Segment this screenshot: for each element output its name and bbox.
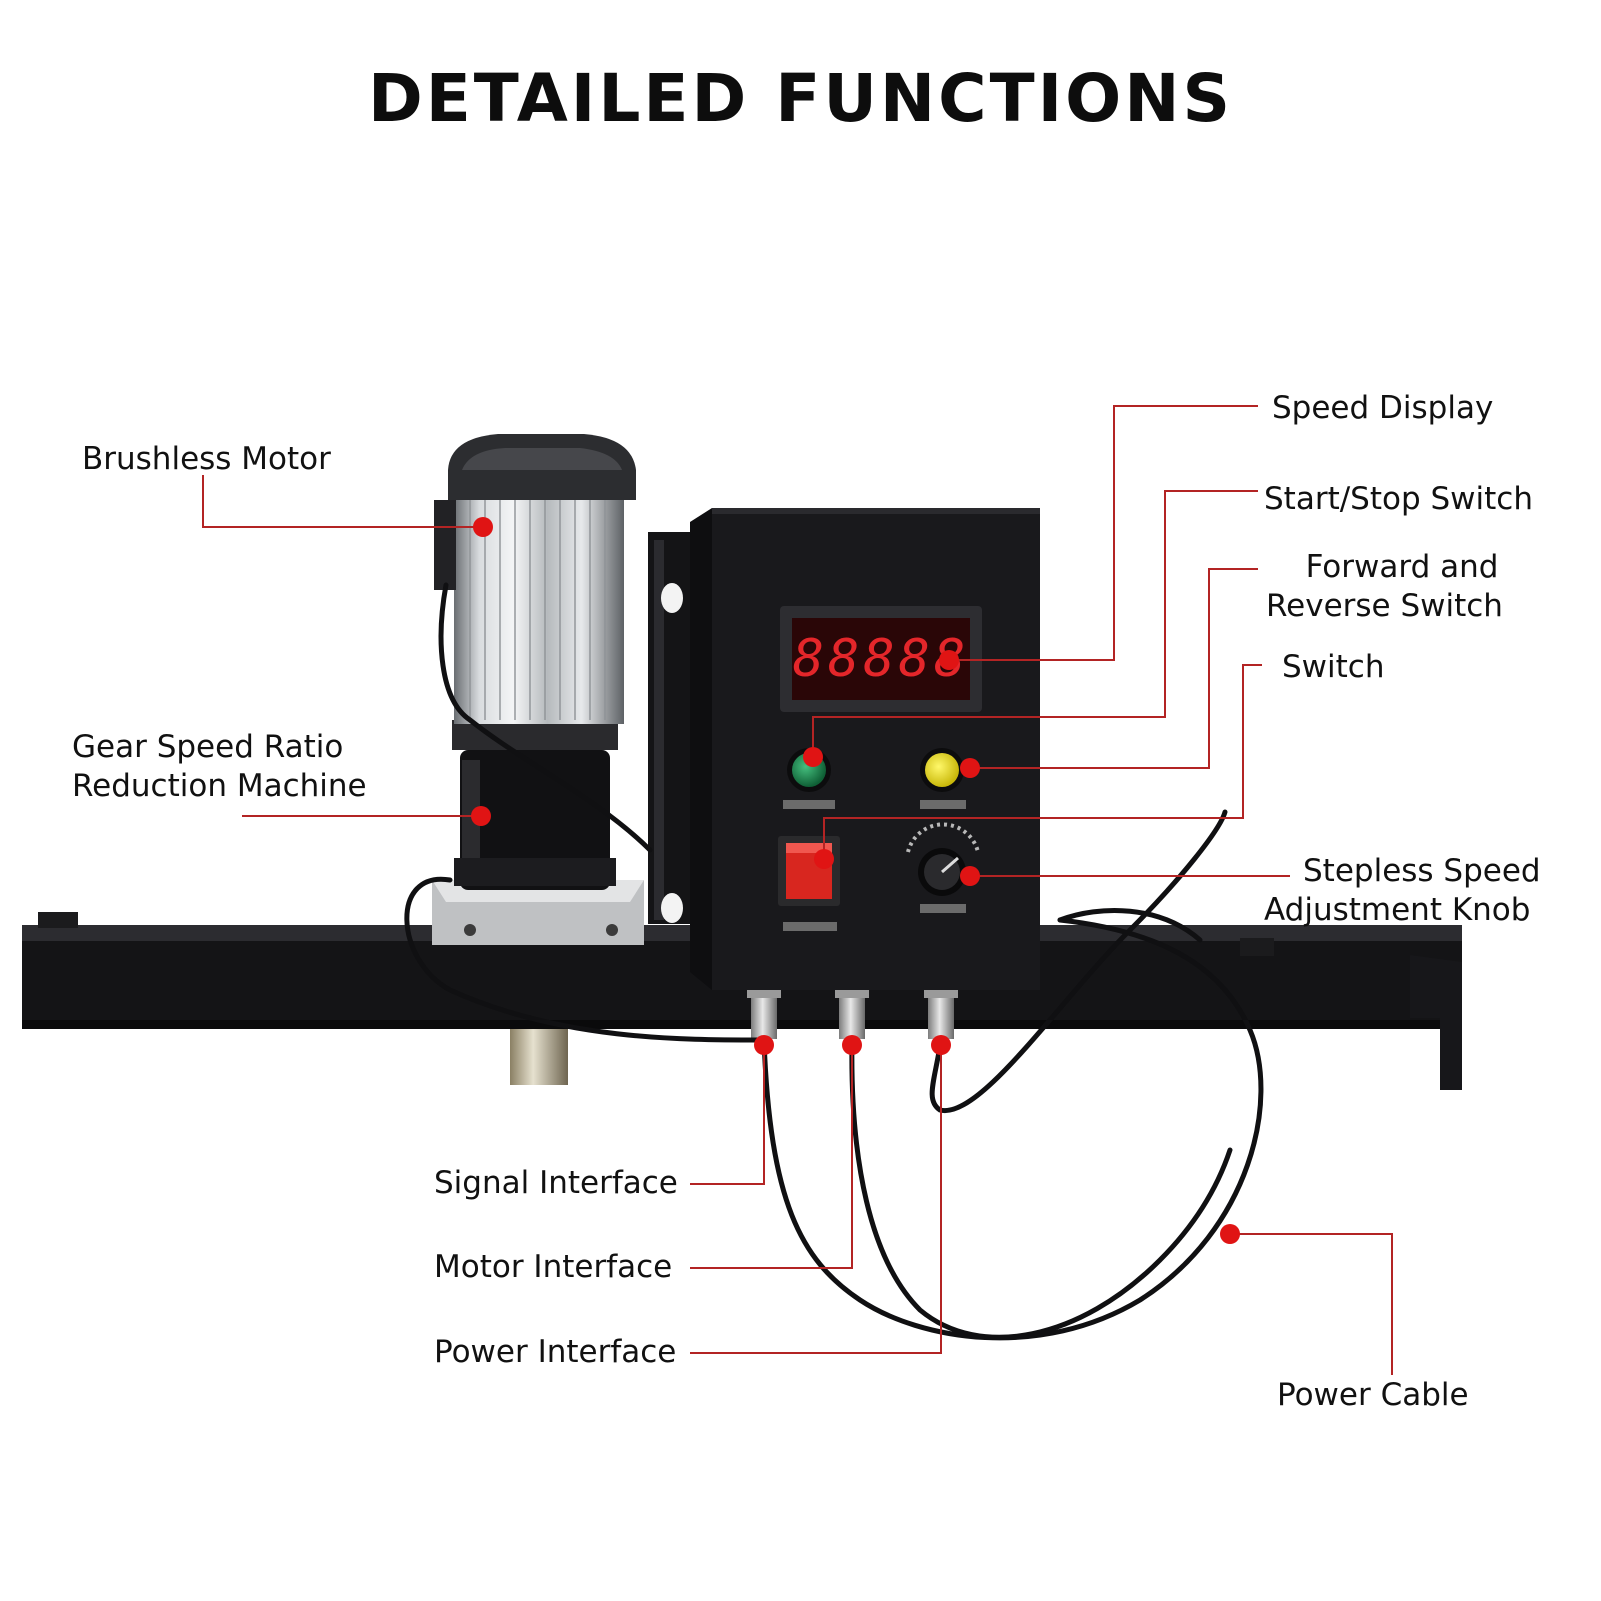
- cables: [404, 582, 1264, 1341]
- page-title: DETAILED FUNCTIONS: [367, 60, 1234, 137]
- rail-post: [510, 1029, 568, 1085]
- signal-connector: [747, 990, 781, 1039]
- label-knob-line1: Stepless Speed: [1303, 853, 1541, 889]
- label-brushless-motor: Brushless Motor: [82, 441, 331, 477]
- dot-knob: [960, 866, 980, 886]
- speed-display-digits: 88888: [793, 629, 970, 689]
- leader-start-stop: [812, 490, 1258, 752]
- label-gear-ratio-line2: Reduction Machine: [72, 768, 367, 804]
- rocker-power-switch[interactable]: [778, 836, 840, 906]
- leader-motor-interface: [690, 1043, 853, 1269]
- label-fwd-rev-line1: Forward and: [1305, 549, 1499, 585]
- gear-reducer: [452, 720, 618, 890]
- dot-gear-reducer: [471, 806, 491, 826]
- leader-switch: [823, 664, 1262, 856]
- dot-brushless-motor: [473, 517, 493, 537]
- label-signal-interface: Signal Interface: [434, 1165, 678, 1201]
- leader-lines: [202, 405, 1393, 1375]
- brushless-motor: [434, 434, 636, 724]
- leader-signal-interface: [690, 1043, 765, 1185]
- label-knob-line2: Adjustment Knob: [1264, 892, 1531, 928]
- dot-speed-display: [939, 650, 959, 670]
- label-power-interface: Power Interface: [434, 1334, 677, 1370]
- dot-motor-interface: [842, 1035, 862, 1055]
- dot-fwd-rev: [960, 758, 980, 778]
- label-power-cable: Power Cable: [1277, 1377, 1469, 1413]
- dot-power-cable: [1220, 1224, 1240, 1244]
- power-connector: [924, 990, 958, 1039]
- rocker-caption-plate: [783, 922, 837, 931]
- leader-speed-display: [949, 405, 1258, 661]
- label-switch: Switch: [1282, 649, 1385, 685]
- speed-knob[interactable]: [906, 822, 980, 896]
- direction-caption-plate: [920, 800, 966, 809]
- leader-fwd-rev: [966, 568, 1258, 769]
- knob-caption-plate: [920, 904, 966, 913]
- control-box: [690, 508, 1040, 990]
- leader-power-cable: [1230, 1233, 1393, 1375]
- motor-connector: [835, 990, 869, 1039]
- label-fwd-rev-line2: Reverse Switch: [1266, 588, 1503, 624]
- start-stop-caption-plate: [783, 800, 835, 809]
- label-motor-interface: Motor Interface: [434, 1249, 673, 1285]
- dot-power-interface: [931, 1035, 951, 1055]
- marker-dots: [471, 517, 1240, 1244]
- label-speed-display: Speed Display: [1272, 390, 1494, 426]
- dot-signal-interface: [754, 1035, 774, 1055]
- leader-power-interface: [690, 1043, 942, 1354]
- dot-switch: [814, 849, 834, 869]
- dot-start-stop: [803, 747, 823, 767]
- leader-brushless-motor: [202, 475, 483, 528]
- label-start-stop: Start/Stop Switch: [1264, 481, 1533, 517]
- direction-button[interactable]: [920, 748, 964, 792]
- label-gear-ratio-line1: Gear Speed Ratio: [72, 729, 344, 765]
